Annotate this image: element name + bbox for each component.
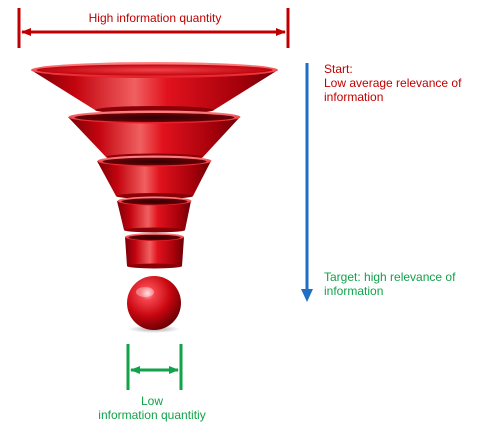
start-label-line2: Low average relevance of	[324, 76, 462, 90]
bottom-label-line1: Low	[140, 394, 163, 408]
funnel-ring-3	[97, 155, 212, 199]
down-arrow-head-icon	[301, 289, 313, 302]
funnel-ring-4	[117, 196, 192, 233]
relevance-arrow	[301, 63, 313, 302]
funnel-ring-5	[125, 233, 184, 269]
funnel-ring-2	[68, 110, 241, 161]
funnel-ring-1	[31, 62, 278, 114]
bottom-label-line2: information quantitiy	[98, 408, 206, 422]
start-label-line3: information	[324, 90, 384, 104]
bottom-label: Low information quantitiy	[92, 394, 212, 422]
target-label-line2: information	[324, 284, 384, 298]
target-label-line1: Target: high relevance of	[324, 270, 456, 284]
start-label: Start: Low average relevance of informat…	[324, 62, 461, 104]
start-label-line1: Start:	[324, 62, 353, 76]
target-label: Target: high relevance of information	[324, 270, 455, 298]
output-ball	[127, 276, 181, 333]
bottom-width-arrow	[126, 344, 183, 390]
top-label: High information quantity	[88, 11, 222, 25]
top-width-arrow	[17, 8, 290, 48]
